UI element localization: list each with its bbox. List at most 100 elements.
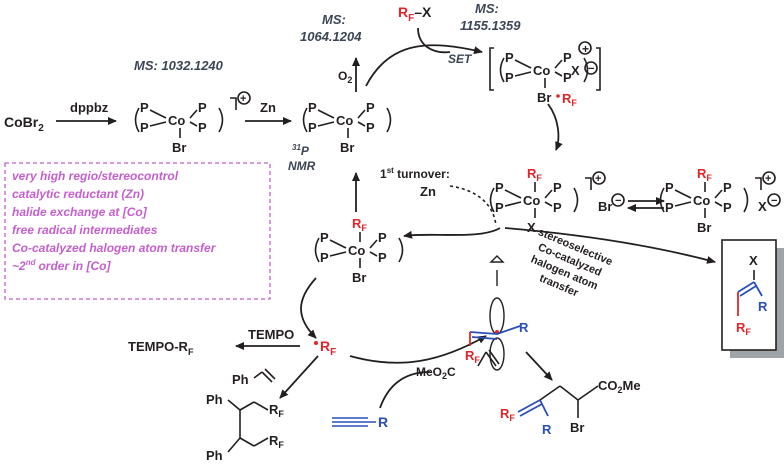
svg-text:RF: RF: [320, 338, 336, 358]
dimer-ph-2: Ph: [206, 448, 223, 463]
complex-co-dppbz-co: Co: [168, 113, 185, 128]
bond: [714, 189, 723, 199]
styrene-ph: Ph: [232, 372, 249, 387]
ligand-paren-left: [499, 57, 505, 83]
complex-co-iii-br-p2: P: [665, 200, 674, 215]
bond: [189, 121, 198, 127]
complex-set-bottom: Br: [537, 90, 551, 105]
complex-co-dppbz-charge-bracket: [230, 97, 237, 110]
arrow-zn-dashed: [449, 185, 497, 227]
complex-co-dppbz-plus: +: [240, 93, 246, 105]
cobr2-label: CoBr2: [4, 114, 44, 134]
legend-line-4: free radical intermediates: [12, 223, 158, 237]
arrow-to-set: [365, 44, 483, 87]
dimer-product: Ph Ph RF RF: [206, 392, 284, 463]
bond: [674, 189, 692, 199]
complex-co-iii-x-rf-main: R: [527, 166, 537, 181]
complex-set-p2: P: [505, 70, 514, 85]
complex-co-rf-bottom: Br: [352, 270, 366, 285]
bond: [369, 239, 378, 249]
set-complex-brackets: + X − RF: [489, 41, 601, 108]
complex-co-dppbz-p3: P: [198, 100, 207, 115]
ligand-paren-left: [489, 187, 495, 213]
dppbz-label: dppbz: [70, 100, 109, 115]
bond: [149, 121, 167, 127]
bond: [554, 59, 563, 69]
complex-co-iii-br-charge-circle: [762, 171, 776, 185]
acrylate: MeO2C: [416, 349, 500, 381]
ligand-paren-right: [218, 107, 224, 133]
vinyl-r: R: [519, 320, 529, 335]
bond: [369, 251, 378, 257]
nmr-label-2: NMR: [288, 159, 316, 173]
legend-line-2: catalytic reductant (Zn): [12, 187, 144, 201]
ligand-paren-right: [573, 187, 579, 213]
co3-br-minus: −: [615, 195, 621, 207]
bond: [329, 239, 347, 249]
complex-co-iii-br-rf-label: RF: [697, 166, 712, 183]
complex-co-iii-x-p2: P: [495, 200, 504, 215]
complex-co-dppbz-p1: P: [140, 100, 149, 115]
complex-co-iii-x-p4: P: [553, 200, 562, 215]
bond: [514, 59, 532, 69]
complex-co-iii-br-co: Co: [693, 193, 710, 208]
complex-co-iii-x-bottom: X: [527, 220, 536, 235]
complex-co-iii-x-p3: P: [553, 180, 562, 195]
arrow-to-product: [504, 227, 716, 264]
cobalt-complexes: PPPPCoBr+PPPPCoBrPPPPCoBrPPPPCoXRF+PPPPC…: [134, 50, 776, 285]
ligand-paren-right: [398, 237, 404, 263]
alkyne: R: [332, 414, 388, 430]
complex-co-iii-x-co: Co: [523, 193, 540, 208]
arrow-hollow: [489, 255, 505, 286]
complex-co-iii-br-bottom: Br: [697, 220, 711, 235]
bond: [357, 109, 366, 119]
o2-label: O2: [338, 69, 352, 85]
arrow-rfx: [417, 27, 451, 54]
complex-co-i-p1: P: [308, 100, 317, 115]
ligand-paren-right: [386, 107, 392, 133]
bond: [149, 109, 167, 119]
product-rf: RF: [736, 320, 751, 337]
complex-co-iii-x-top-rf-sub: F: [536, 173, 542, 183]
ligand-paren-left: [134, 107, 140, 133]
co3-x-counter: X: [758, 199, 767, 214]
complex-co-i-bottom: Br: [340, 140, 354, 155]
legend-line-1: very high regio/stereocontrol: [12, 169, 179, 183]
set-rf: RF: [562, 91, 577, 108]
complex-co-iii-br-charge-bracket: [755, 177, 762, 190]
nmr-label: 31P: [292, 143, 310, 158]
bond: [189, 109, 198, 119]
acr-prod-br: Br: [570, 420, 584, 435]
arrow-styrene: [279, 355, 319, 399]
complex-co-rf-p3: P: [378, 230, 387, 245]
complex-co-dppbz-p2: P: [140, 120, 149, 135]
styrene: Ph: [232, 368, 276, 387]
complex-co-iii-br-top-rf-sub: F: [706, 173, 712, 183]
product-box: X R RF: [721, 239, 784, 358]
complex-co-iii-x-charge-circle: [592, 171, 606, 185]
ligand-paren-right: [583, 57, 589, 83]
complex-co-iii-x-plus: +: [595, 173, 601, 185]
set-label: SET: [448, 52, 473, 66]
bond: [714, 201, 723, 207]
vinyl-radical: R RF: [465, 297, 529, 371]
complex-set-p3: P: [563, 50, 572, 65]
complex-co-iii-br-p1: P: [665, 180, 674, 195]
bond: [329, 251, 347, 257]
ms-label-1: MS: 1032.1240: [134, 58, 224, 73]
dimer-rf-2: RF: [269, 433, 284, 450]
zn-label: Zn: [260, 100, 276, 115]
complex-co-iii-br-p4: P: [723, 200, 732, 215]
bond: [544, 201, 553, 207]
set-minus: −: [588, 63, 594, 75]
acr-prod-r: R: [542, 422, 552, 437]
ms-label-3b: 1155.1359: [460, 18, 521, 33]
vinyl-rf: RF: [465, 348, 480, 365]
complex-co-rf-top-rf-sub: F: [361, 223, 367, 233]
bond: [504, 201, 522, 207]
bond: [504, 189, 522, 199]
legend-line-5: Co-catalyzed halogen atom transfer: [12, 241, 217, 255]
alkyne-r: R: [378, 414, 388, 430]
co3-br-counter: Br: [598, 199, 612, 214]
